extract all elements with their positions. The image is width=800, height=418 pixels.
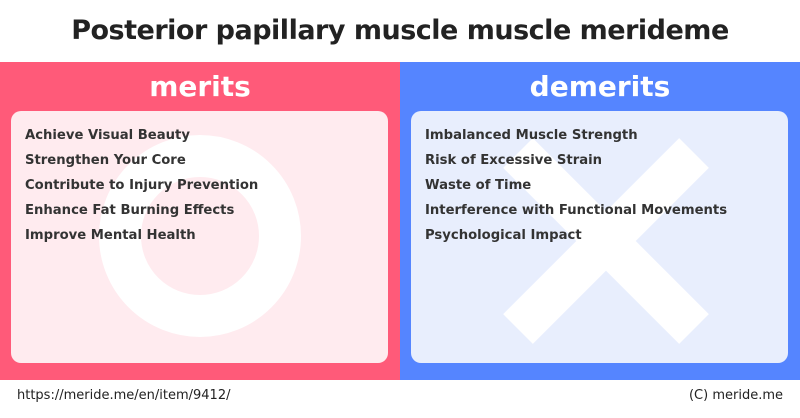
merits-heading: merits (149, 70, 251, 103)
demerits-panel: demerits Imbalanced Muscle Strength Risk… (400, 62, 800, 380)
demerit-item: Psychological Impact (425, 228, 582, 243)
merits-box: Achieve Visual Beauty Strengthen Your Co… (11, 111, 388, 363)
demerit-item: Risk of Excessive Strain (425, 153, 603, 168)
merit-item: Strengthen Your Core (25, 153, 186, 168)
merits-panel: merits Achieve Visual Beauty Strengthen … (0, 62, 400, 380)
page-title: Posterior papillary muscle muscle meride… (71, 15, 729, 46)
demerit-item: Interference with Functional Movements (425, 203, 728, 218)
merits-list: Achieve Visual Beauty Strengthen Your Co… (25, 123, 258, 248)
merit-item: Improve Mental Health (25, 228, 196, 243)
merit-item: Enhance Fat Burning Effects (25, 203, 235, 218)
merit-item: Achieve Visual Beauty (25, 128, 190, 143)
demerit-item: Waste of Time (425, 178, 532, 193)
merit-item: Contribute to Injury Prevention (25, 178, 259, 193)
demerits-heading: demerits (529, 70, 671, 103)
demerits-box: Imbalanced Muscle Strength Risk of Exces… (411, 111, 788, 363)
demerit-item: Imbalanced Muscle Strength (425, 128, 638, 143)
cross-icon (503, 138, 709, 344)
circle-icon (99, 135, 301, 337)
source-url[interactable]: https://meride.me/en/item/9412/ (17, 388, 231, 403)
demerits-list: Imbalanced Muscle Strength Risk of Exces… (425, 123, 727, 248)
copyright: (C) meride.me (688, 388, 783, 403)
